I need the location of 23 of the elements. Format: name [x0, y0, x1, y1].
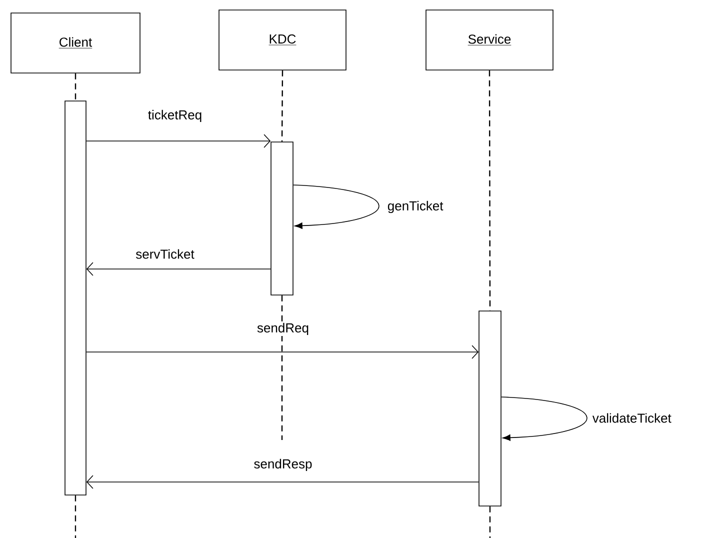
lifeline — [489, 506, 491, 538]
message-label: servTicket — [134, 248, 196, 260]
message-arrow — [86, 475, 479, 489]
activation-bar — [270, 142, 294, 296]
message-arrow — [86, 134, 271, 148]
message-label: sendResp — [252, 458, 314, 472]
self-message-arrow — [501, 396, 588, 441]
message-label: ticketReq — [146, 108, 204, 124]
message-label: sendReq — [256, 322, 310, 336]
message-label: validateTicket — [591, 412, 672, 424]
message-arrow — [86, 345, 479, 359]
lifeline — [74, 495, 76, 538]
message-label: genTicket — [386, 200, 444, 214]
self-message-arrow — [293, 184, 380, 229]
object-box: Client — [10, 12, 140, 74]
activation-bar — [478, 310, 502, 506]
object-box: Service — [426, 10, 554, 70]
lifeline — [74, 73, 76, 101]
message-arrow — [86, 262, 271, 276]
lifeline — [281, 295, 283, 440]
object-box: KDC — [218, 10, 346, 70]
activation-bar — [64, 100, 86, 496]
lifeline — [281, 70, 284, 142]
